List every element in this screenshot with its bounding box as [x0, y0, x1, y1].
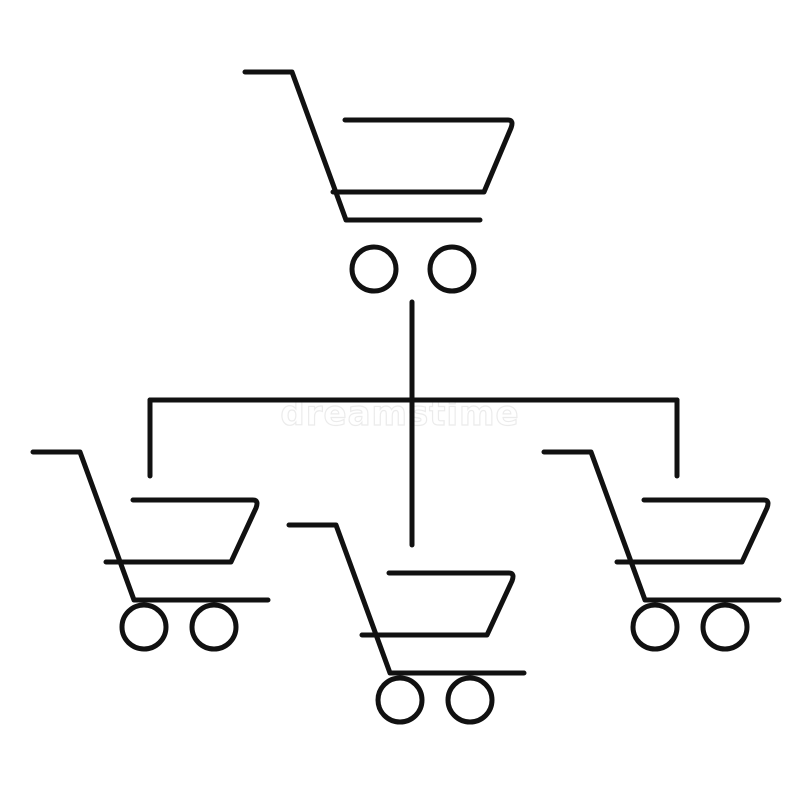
- shopping-cart-icon: [286, 522, 527, 725]
- root-cart-node: [242, 69, 515, 294]
- center-cart-node: [286, 522, 527, 725]
- shopping-cart-icon: [30, 449, 271, 652]
- shopping-cart-icon: [541, 449, 782, 652]
- shopping-cart-icon: [242, 69, 515, 294]
- left-cart-node: [30, 449, 271, 652]
- right-cart-node: [541, 449, 782, 652]
- connector-lines: [147, 299, 680, 548]
